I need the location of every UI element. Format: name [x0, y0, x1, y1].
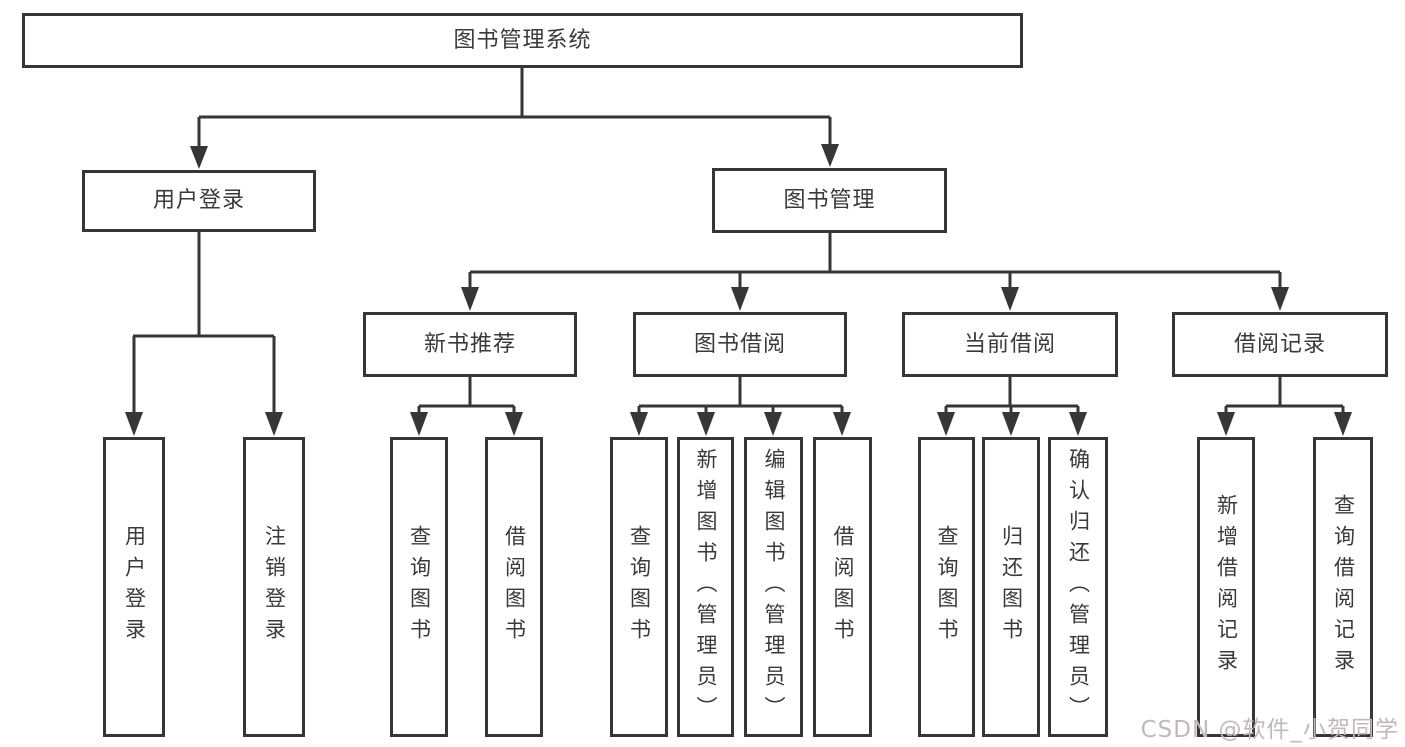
- arrowheads: [125, 144, 1352, 436]
- node-borrowing-records: 借阅记录: [1172, 312, 1388, 377]
- leaf-return-books: 归还图书: [982, 437, 1040, 737]
- node-book-management: 图书管理: [712, 168, 947, 233]
- node-current-borrowing: 当前借阅: [902, 312, 1118, 377]
- leaf-query-borrow-record: 查询借阅记录: [1313, 437, 1373, 737]
- leaf-logout: 注销登录: [243, 437, 305, 737]
- leaf-query-books-recommend: 查询图书: [390, 437, 448, 737]
- leaf-query-books-current: 查询图书: [918, 437, 975, 737]
- node-new-book-recommend: 新书推荐: [363, 312, 577, 377]
- node-user-login: 用户登录: [82, 170, 316, 232]
- node-library-management-system: 图书管理系统: [22, 13, 1023, 68]
- leaf-add-borrow-record: 新增借阅记录: [1197, 437, 1255, 737]
- csdn-watermark: CSDN @软件_小贺同学: [1140, 717, 1399, 743]
- leaf-borrow-books: 借阅图书: [813, 437, 872, 737]
- leaf-edit-books-admin: 编辑图书（管理员）: [744, 437, 803, 737]
- leaf-borrow-books-recommend: 借阅图书: [485, 437, 543, 737]
- leaf-confirm-return-admin: 确认归还（管理员）: [1048, 437, 1108, 737]
- leaf-add-books-admin: 新增图书（管理员）: [677, 437, 734, 737]
- leaf-user-login: 用户登录: [103, 437, 165, 737]
- leaf-query-books-borrowing: 查询图书: [610, 437, 668, 737]
- node-book-borrowing: 图书借阅: [633, 312, 847, 377]
